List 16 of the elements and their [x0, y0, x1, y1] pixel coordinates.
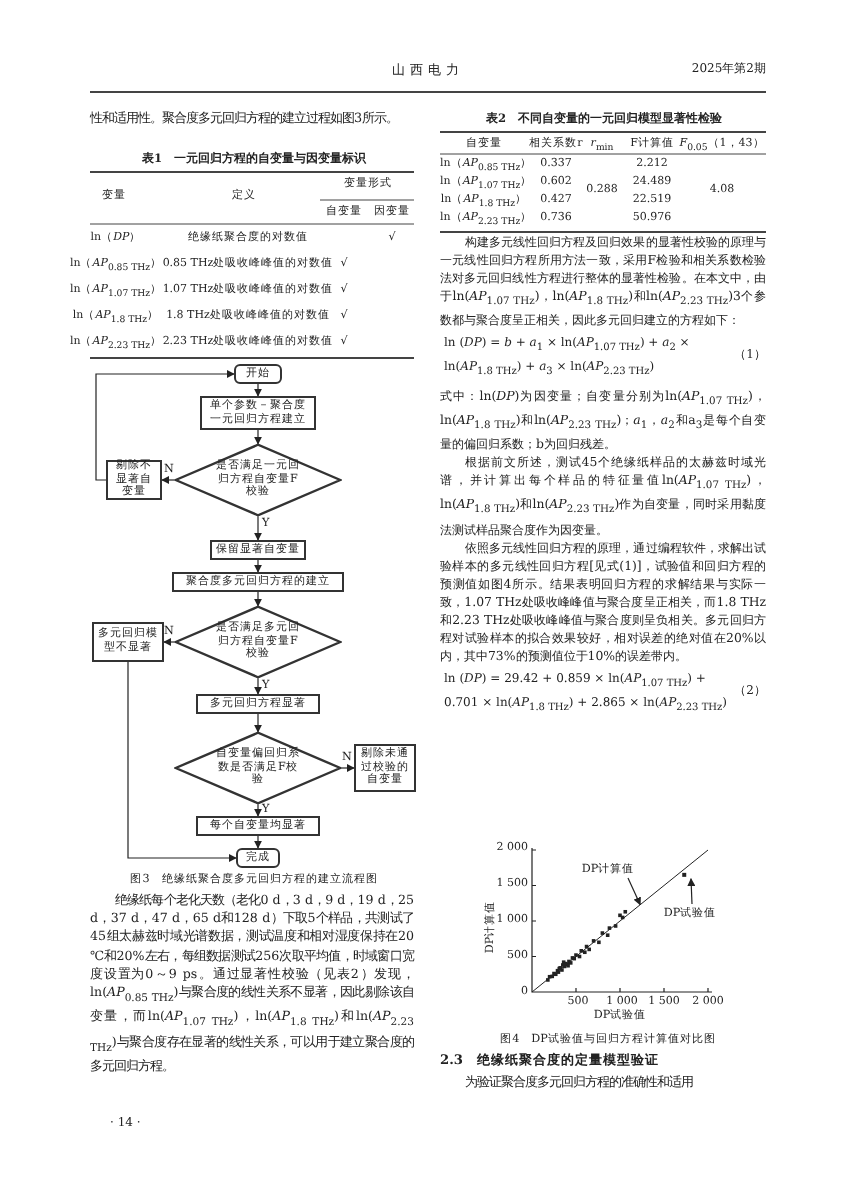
arrow — [163, 638, 175, 646]
arrow — [254, 383, 262, 397]
leader-line — [627, 877, 641, 906]
arrow — [254, 559, 262, 573]
arrow — [95, 370, 235, 481]
arrow — [254, 835, 262, 849]
arrow — [254, 591, 262, 607]
arrow — [254, 713, 262, 733]
arrow — [254, 803, 262, 817]
arrow — [127, 661, 237, 862]
arrow — [341, 764, 355, 772]
arrow — [254, 429, 262, 445]
arrow — [254, 677, 262, 695]
leader-line — [687, 878, 696, 905]
arrow — [254, 515, 262, 541]
arrow — [161, 476, 175, 484]
